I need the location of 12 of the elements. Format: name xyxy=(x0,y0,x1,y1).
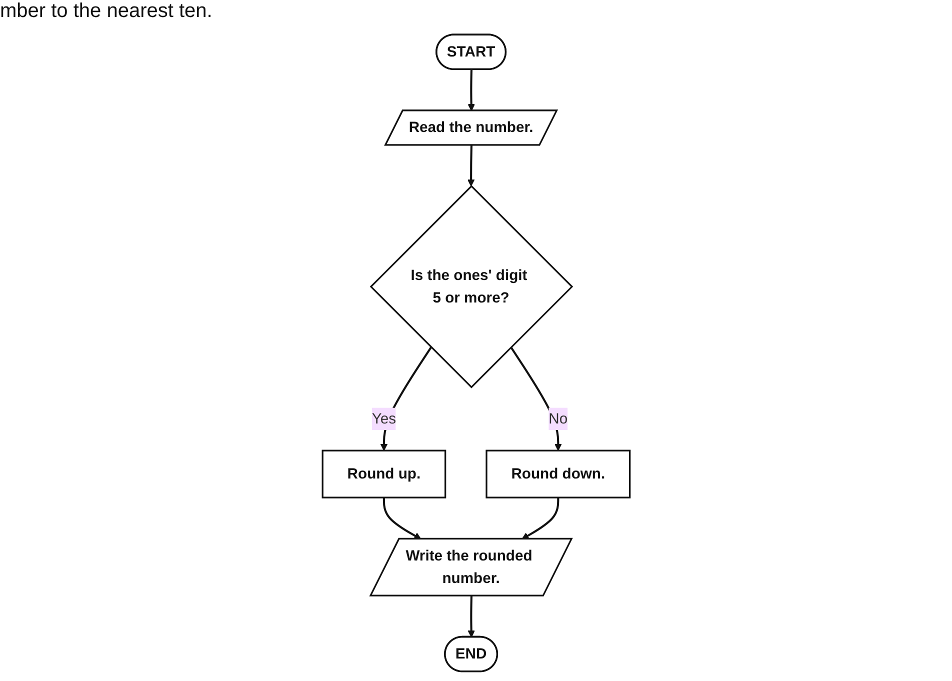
arrow xyxy=(382,498,422,540)
arrow xyxy=(467,145,474,187)
arrow xyxy=(468,596,475,638)
node-box: Round up. xyxy=(322,450,446,498)
edge-label: Yes xyxy=(372,410,396,427)
edge-label: No xyxy=(548,410,568,427)
node-diamond: Is the ones' digit 5 or more? xyxy=(370,185,573,388)
arrow xyxy=(510,346,562,451)
note-text: mber to the nearest ten. xyxy=(0,0,212,23)
node-box: Round down. xyxy=(485,450,630,498)
arrow xyxy=(521,498,559,540)
arrow xyxy=(468,70,475,112)
